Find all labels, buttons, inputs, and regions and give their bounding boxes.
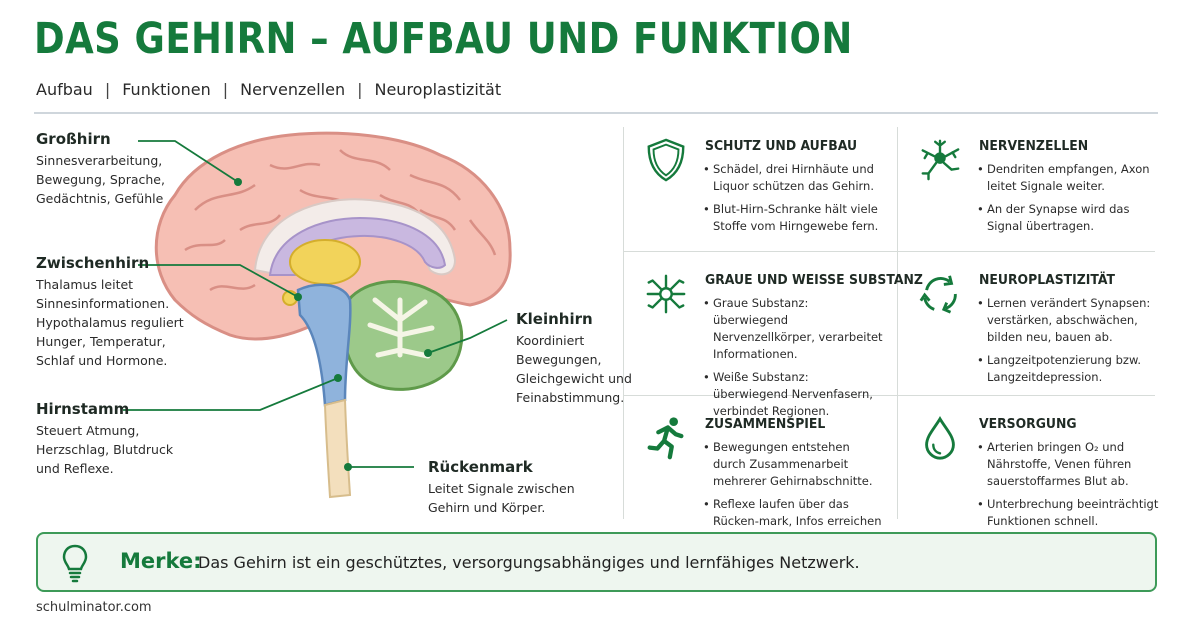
label-grosshirn: Großhirn Sinnesverarbeitung, Bewegung, S…: [36, 130, 165, 208]
label-line: Sinnesinformationen.: [36, 296, 170, 311]
merke-label: Merke:: [120, 549, 202, 573]
label-line: Steuert Atmung,: [36, 423, 140, 438]
nav-item-nervenzellen[interactable]: Nervenzellen: [240, 80, 346, 99]
label-kleinhirn: Kleinhirn Koordiniert Bewegungen, Gleich…: [516, 310, 632, 407]
drop-icon: [925, 416, 955, 460]
card-bullet: Langzeitpotenzierung bzw. Langzeitdepres…: [977, 352, 1159, 386]
card-bullet: Lernen verändert Synapsen: verstärken, a…: [977, 295, 1159, 346]
nav-separator: |: [357, 80, 363, 99]
label-title: Kleinhirn: [516, 310, 593, 328]
card-versorgung: VERSORGUNG Arterien bringen O₂ und Nährs…: [897, 405, 1163, 536]
label-line: Leitet Signale zwischen: [428, 481, 575, 496]
card-nervenzellen: NERVENZELLEN Dendriten empfangen, Axon l…: [897, 127, 1163, 258]
label-title: Großhirn: [36, 130, 111, 148]
nav-separator: |: [104, 80, 111, 99]
label-line: Schlaf und Hormone.: [36, 353, 168, 368]
label-line: Sinnesverarbeitung,: [36, 153, 163, 168]
label-line: Gleichgewicht und: [516, 371, 632, 386]
label-line: Bewegung, Sprache,: [36, 172, 165, 187]
grid-divider: [897, 127, 898, 519]
card-title: NERVENZELLEN: [979, 138, 1089, 154]
label-title: Rückenmark: [428, 458, 533, 476]
nav-separator: |: [222, 80, 229, 99]
footer-site[interactable]: schulminator.com: [36, 600, 152, 615]
label-line: Hunger, Temperatur,: [36, 334, 166, 349]
label-line: Gehirn und Körper.: [428, 500, 546, 515]
label-title: Hirnstamm: [36, 400, 130, 418]
card-graue-und-weisse-substanz: GRAUE UND WEISSE SUBSTANZ Graue Substanz…: [623, 261, 923, 418]
card-zusammenspiel: ZUSAMMENSPIEL Bewegungen entstehen durch…: [623, 405, 889, 545]
grid-divider: [623, 127, 624, 519]
info-card-grid: SCHUTZ UND AUFBAU Schädel, drei Hirnhäut…: [623, 127, 1158, 545]
label-line: Thalamus leitet: [36, 277, 134, 292]
card-bullet: Schädel, drei Hirnhäute und Liquor schüt…: [703, 161, 885, 195]
thalamus-shape: [289, 239, 361, 285]
card-title: GRAUE UND WEISSE SUBSTANZ: [705, 272, 923, 288]
nav-item-funktionen[interactable]: Funktionen: [122, 80, 211, 99]
label-rueckenmark: Rückenmark Leitet Signale zwischen Gehir…: [428, 458, 575, 517]
shield-icon: [647, 138, 685, 182]
header-divider: [34, 112, 1158, 114]
card-neuroplastizitaet: NEUROPLASTIZITÄT Lernen verändert Synaps…: [897, 261, 1163, 392]
cycle-arrows-icon: [919, 275, 957, 314]
card-title: SCHUTZ UND AUFBAU: [705, 138, 858, 154]
label-line: Koordiniert: [516, 333, 585, 348]
merke-box: Merke: Das Gehirn ist ein geschütztes, v…: [36, 532, 1157, 592]
label-line: Hypothalamus reguliert: [36, 315, 184, 330]
label-line: Feinabstimmung.: [516, 390, 625, 405]
card-title: ZUSAMMENSPIEL: [705, 416, 826, 432]
card-bullet: Arterien bringen O₂ und Nährstoffe, Vene…: [977, 439, 1159, 490]
topic-nav: Aufbau | Funktionen | Nervenzellen | Neu…: [36, 80, 501, 99]
corpus-callosum: [268, 216, 447, 276]
neuron-network-icon: [646, 274, 686, 314]
label-line: Bewegungen,: [516, 352, 602, 367]
card-bullet: Unterbrechung beeinträchtigt Funktionen …: [977, 496, 1159, 530]
spinal-cord-shape: [323, 398, 352, 499]
brain-illustration: [123, 131, 512, 499]
grid-divider: [623, 251, 1155, 252]
brainstem-shape: [296, 283, 352, 407]
card-bullet: Bewegungen entstehen durch Zusammenarbei…: [703, 439, 885, 490]
card-bullet: Weiße Substanz: überwiegend Nervenfasern…: [703, 369, 885, 420]
card-bullet: An der Synapse wird das Signal übertrage…: [977, 201, 1159, 235]
card-bullet: Graue Substanz: überwiegend Nervenzellkö…: [703, 295, 885, 363]
nav-item-aufbau[interactable]: Aufbau: [36, 80, 93, 99]
label-zwischenhirn: Zwischenhirn Thalamus leitet Sinnesinfor…: [36, 254, 184, 370]
grid-divider: [623, 395, 1155, 396]
running-person-icon: [647, 417, 684, 460]
merke-text: Das Gehirn ist ein geschütztes, versorgu…: [198, 553, 860, 572]
card-title: VERSORGUNG: [979, 416, 1077, 432]
lightbulb-icon: [62, 544, 88, 583]
card-bullet: Dendriten empfangen, Axon leitet Signale…: [977, 161, 1159, 195]
card-title: NEUROPLASTIZITÄT: [979, 272, 1116, 288]
label-title: Zwischenhirn: [36, 254, 150, 272]
card-schutz-und-aufbau: SCHUTZ UND AUFBAU Schädel, drei Hirnhäut…: [623, 127, 889, 258]
label-hirnstamm: Hirnstamm Steuert Atmung, Herzschlag, Bl…: [36, 400, 173, 478]
label-line: und Reflexe.: [36, 461, 114, 476]
page-title: DAS GEHIRN – AUFBAU UND FUNKTION: [34, 14, 853, 64]
card-bullet: Blut-Hirn-Schranke hält viele Stoffe vom…: [703, 201, 885, 235]
label-line: Herzschlag, Blutdruck: [36, 442, 174, 457]
nav-item-neuroplastizitaet[interactable]: Neuroplastizität: [374, 80, 502, 99]
neuron-icon: [921, 139, 960, 181]
label-line: Gedächtnis, Gefühle: [36, 191, 164, 206]
